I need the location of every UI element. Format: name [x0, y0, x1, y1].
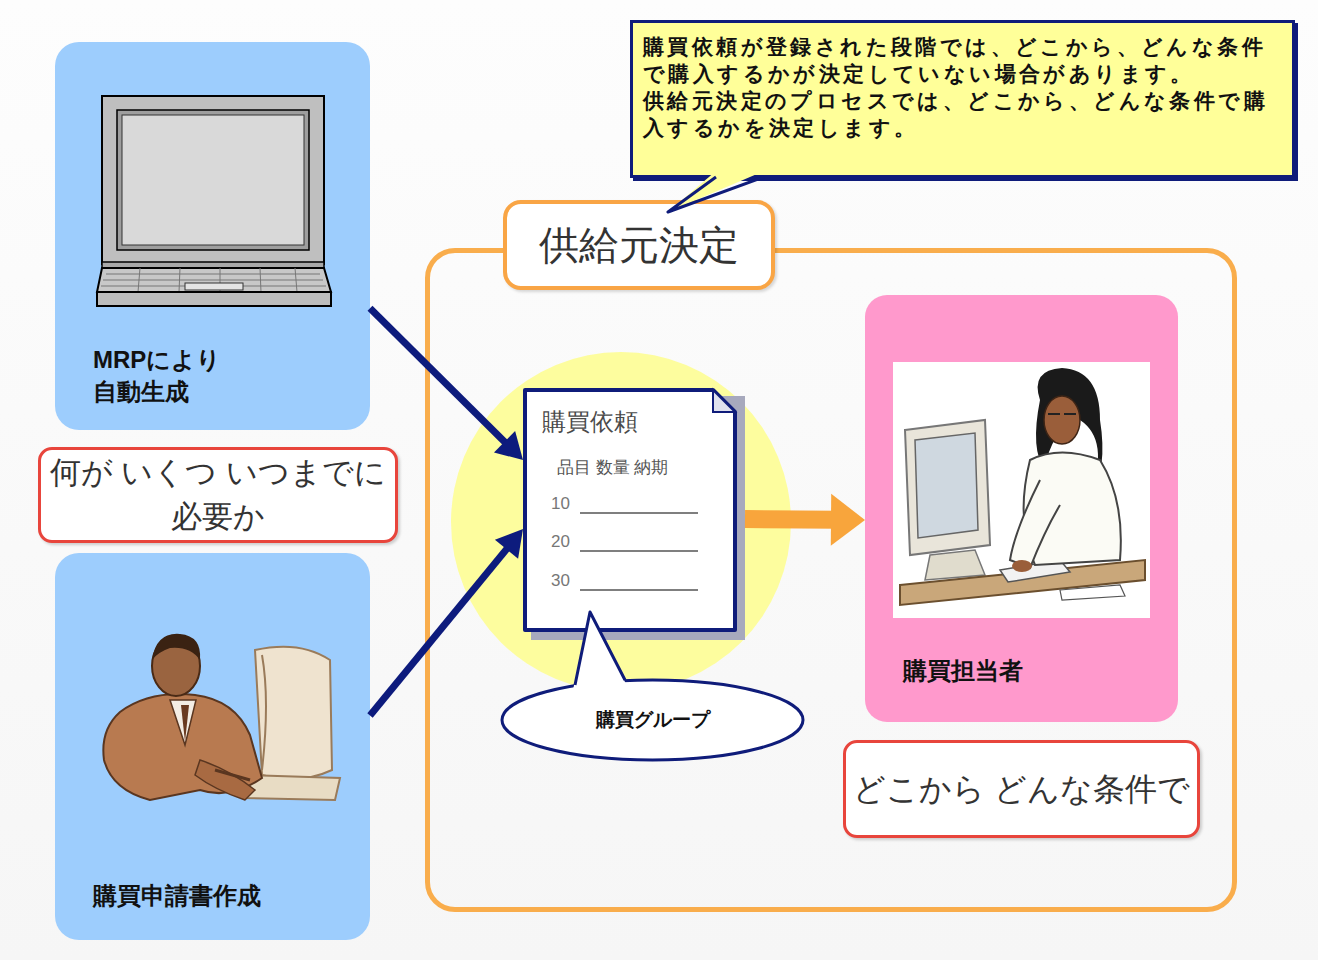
- flow-arrow: [370, 529, 523, 715]
- source-label: 購買申請書作成: [93, 880, 333, 912]
- arrow-head: [831, 494, 865, 546]
- illustration-panel: [893, 362, 1150, 618]
- note-text: 何が いくつ いつまでに 必要か: [41, 451, 395, 539]
- document-shape: 購買依頼品目 数量 納期 10 20 30: [523, 388, 745, 640]
- blouse: [1024, 453, 1121, 566]
- monitor-body: [905, 420, 990, 555]
- document-page: [525, 390, 735, 630]
- callout-tail: [668, 171, 764, 212]
- glasses: [1048, 413, 1076, 415]
- laptop-touchpad: [185, 283, 243, 290]
- arm: [1010, 480, 1060, 568]
- highlight-circle: [451, 352, 791, 692]
- source-box: MRPにより 自動生成: [55, 42, 370, 430]
- bubble-tail-fill: [573, 612, 627, 690]
- suit-body: [103, 694, 262, 800]
- monitor-screen: [915, 433, 978, 538]
- document-rule: [580, 550, 698, 552]
- papers: [1060, 585, 1125, 600]
- note-box: 何が いくつ いつまでに 必要か: [38, 447, 398, 543]
- face: [1044, 396, 1080, 444]
- note-box: どこから どんな条件で: [843, 740, 1200, 838]
- arrow-shaft: [370, 545, 510, 715]
- bubble-tail: [573, 612, 627, 690]
- source-label: MRPにより 自動生成: [93, 344, 293, 408]
- role-label: 購買担当者: [903, 655, 1143, 687]
- arrow-shaft: [745, 510, 838, 529]
- bubble-ellipse: [502, 680, 803, 760]
- bubble-text: 購買グループ: [596, 707, 710, 733]
- document-rule: [580, 589, 698, 591]
- line-number: 10: [551, 494, 570, 514]
- frame-heading: 供給元決定: [503, 200, 775, 290]
- hair: [152, 634, 200, 660]
- arrow-head: [495, 529, 523, 559]
- laptop-bezel: [117, 110, 309, 250]
- process-frame: 供給元決定購買依頼品目 数量 納期102030購買グループ購買担当者どこから ど…: [425, 248, 1237, 912]
- callout-text: 購買依頼が登録された段階では、どこから、どんな条件で購入するかが決定していない場…: [643, 33, 1286, 87]
- woman-illustration: [893, 362, 1150, 618]
- man-illustration: [103, 634, 340, 800]
- desk: [900, 560, 1145, 605]
- callout-box: 購買依頼が登録された段階では、どこから、どんな条件で購入するかが決定していない場…: [630, 20, 1295, 178]
- callout-tail-fill: [668, 171, 764, 212]
- shirt: [170, 700, 196, 745]
- keyboard-edge: [215, 770, 250, 780]
- laptop-base: [97, 292, 331, 306]
- tie: [181, 705, 189, 742]
- laptop-illustration: [97, 96, 331, 306]
- keyboard: [1000, 560, 1070, 582]
- monitor-edge: [262, 655, 266, 770]
- laptop-lid: [102, 96, 324, 264]
- arm: [195, 760, 255, 800]
- hand: [1012, 560, 1032, 572]
- callout-text: 供給元決定のプロセスでは、どこから、どんな条件で購入するかを決定します。: [643, 87, 1286, 141]
- role-box: 購買担当者: [865, 295, 1178, 722]
- document-rule: [580, 512, 698, 514]
- monitor-body: [255, 647, 332, 779]
- laptop-keys: [101, 268, 326, 292]
- laptop-screen: [122, 115, 304, 245]
- monitor-stand: [925, 550, 985, 580]
- line-number: 30: [551, 571, 570, 591]
- line-number: 20: [551, 532, 570, 552]
- document-fold: [713, 390, 735, 412]
- laptop-keyboard: [97, 268, 331, 292]
- speech-bubble: 購買グループ: [500, 678, 805, 762]
- bubble-tail-line: [575, 612, 625, 685]
- flow-arrow: [370, 308, 523, 460]
- monitor-stand: [245, 775, 340, 800]
- note-text: どこから どんな条件で: [847, 767, 1196, 811]
- hair: [1036, 368, 1102, 495]
- document-title: 購買依頼: [542, 406, 638, 438]
- laptop-hinge: [102, 262, 324, 268]
- callout-tail-line: [668, 177, 764, 212]
- source-box: 購買申請書作成: [55, 553, 370, 940]
- arrow-head: [494, 431, 523, 460]
- column-header: 品目 数量 納期: [557, 456, 668, 479]
- arrow-shaft: [370, 308, 508, 445]
- head: [152, 636, 200, 696]
- block-arrow: [745, 494, 865, 546]
